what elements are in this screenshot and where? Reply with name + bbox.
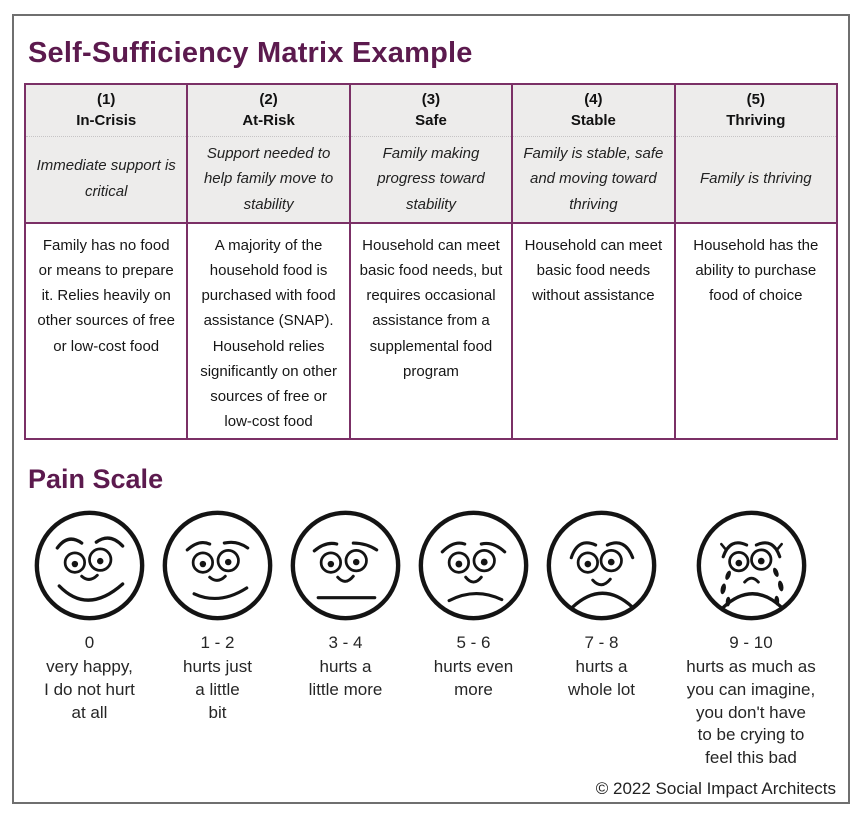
pain-face-3-score: 5 - 6 (456, 633, 491, 653)
pain-face-big-frown-icon (546, 511, 657, 621)
matrix-level-5: (5) (746, 91, 765, 109)
pain-face-0-score: 0 (84, 633, 95, 653)
pain-face-4: 7 - 8 hurts a whole lot (538, 507, 665, 701)
matrix-detail-5: Household has the ability to purchase fo… (673, 222, 839, 440)
pain-face-4-label: hurts a whole lot (567, 657, 636, 699)
pain-face-neutral-icon (290, 511, 401, 621)
matrix-header-cell-2: (2) At-Risk (186, 84, 351, 137)
matrix-descriptor-5: Family is thriving (673, 136, 839, 224)
matrix-descriptor-4: Family is stable, safe and moving toward… (511, 136, 676, 224)
matrix-detail-4: Household can meet basic food needs with… (511, 222, 676, 440)
pain-face-0-label: very happy, I do not hurt at all (44, 657, 135, 722)
pain-face-5-label: hurts as much as you can imagine, you do… (686, 657, 816, 767)
pain-scale-title: Pain Scale (28, 464, 164, 495)
matrix-descriptor-1: Immediate support is critical (23, 136, 189, 224)
pain-face-0: 0 very happy, I do not hurt at all (26, 507, 153, 724)
matrix-level-4: (4) (584, 91, 603, 109)
matrix-name-5: Thriving (726, 112, 786, 130)
copyright-notice: © 2022 Social Impact Architects (595, 779, 836, 798)
matrix-header-cell-1: (1) In-Crisis (23, 84, 189, 137)
matrix-detail-1: Family has no food or means to prepare i… (23, 222, 189, 440)
matrix-descriptor-3: Family making progress toward stability (348, 136, 514, 224)
pain-scale-faces: 0 very happy, I do not hurt at all 1 - 2… (24, 507, 838, 769)
matrix-header-row: (1) In-Crisis (2) At-Risk (3) Safe (4) S… (23, 84, 839, 137)
pain-face-1-label: hurts just a little bit (183, 657, 252, 722)
matrix-name-4: Stable (570, 112, 616, 130)
pain-face-4-score: 7 - 8 (584, 633, 619, 653)
matrix-level-2: (2) (259, 91, 278, 109)
pain-face-2-score: 3 - 4 (328, 633, 363, 653)
pain-face-5: 9 - 10 hurts as much as you can imagine,… (666, 507, 836, 769)
matrix-header-cell-3: (3) Safe (348, 84, 514, 137)
page-title: Self-Sufficiency Matrix Example (28, 37, 473, 69)
pain-face-3: 5 - 6 hurts even more (410, 507, 537, 701)
matrix-descriptor-row: Immediate support is critical Support ne… (23, 136, 839, 224)
matrix-level-1: (1) (97, 91, 116, 109)
self-sufficiency-matrix-table: (1) In-Crisis (2) At-Risk (3) Safe (4) S… (23, 83, 839, 441)
pain-face-very-happy-icon (34, 511, 145, 621)
document-frame: Self-Sufficiency Matrix Example (1) In-C… (12, 14, 850, 804)
matrix-name-3: Safe (415, 112, 447, 130)
pain-face-slight-frown-icon (418, 511, 529, 621)
pain-face-slight-smile-icon (162, 511, 273, 621)
matrix-name-1: In-Crisis (76, 112, 137, 130)
matrix-name-2: At-Risk (242, 112, 295, 130)
pain-face-2: 3 - 4 hurts a little more (282, 507, 409, 701)
pain-face-1: 1 - 2 hurts just a little bit (154, 507, 281, 724)
matrix-descriptor-2: Support needed to help family move to st… (186, 136, 351, 224)
pain-face-crying-icon (696, 511, 806, 621)
pain-face-2-label: hurts a little more (308, 657, 383, 699)
pain-face-1-score: 1 - 2 (200, 633, 235, 653)
matrix-header-cell-5: (5) Thriving (673, 84, 839, 137)
matrix-detail-2: A majority of the household food is purc… (186, 222, 351, 440)
pain-face-5-score: 9 - 10 (729, 633, 773, 653)
matrix-level-3: (3) (421, 91, 441, 109)
matrix-header-cell-4: (4) Stable (511, 84, 676, 137)
matrix-detail-3: Household can meet basic food needs, but… (348, 222, 514, 440)
pain-face-3-label: hurts even more (433, 657, 514, 699)
matrix-detail-row: Family has no food or means to prepare i… (23, 222, 839, 440)
